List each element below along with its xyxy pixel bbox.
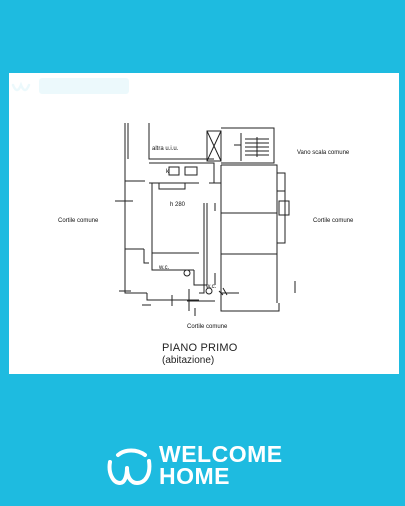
label-wc-1: w.c. (159, 265, 170, 271)
brand-logo: WELCOME HOME (107, 443, 307, 491)
brand-line-1: WELCOME (159, 441, 283, 467)
floorplan-drawing (115, 123, 296, 316)
label-cortile-bottom: Cortile comune (187, 324, 228, 330)
label-vano-scala: Vano scala comune (297, 150, 350, 156)
brand-line-2: HOME (159, 463, 230, 489)
watermark-logo-icon (11, 78, 129, 94)
label-k: k (166, 169, 169, 175)
label-wc-2: w.c. (206, 284, 217, 290)
label-altra-uiu: altra u.i.u. (152, 146, 179, 152)
plan-title: PIANO PRIMO (162, 342, 238, 354)
label-cortile-left: Cortile comune (58, 218, 99, 224)
label-cortile-right: Cortile comune (313, 218, 354, 224)
label-h280: h 280 (170, 202, 186, 208)
welcome-home-w-logo-icon (107, 448, 152, 485)
plan-subtitle: (abitazione) (162, 355, 215, 366)
floorplan-image: altra u.i.u. Vano scala comune k h 280 C… (9, 73, 399, 374)
brand-wordmark: WELCOME HOME (159, 441, 283, 489)
